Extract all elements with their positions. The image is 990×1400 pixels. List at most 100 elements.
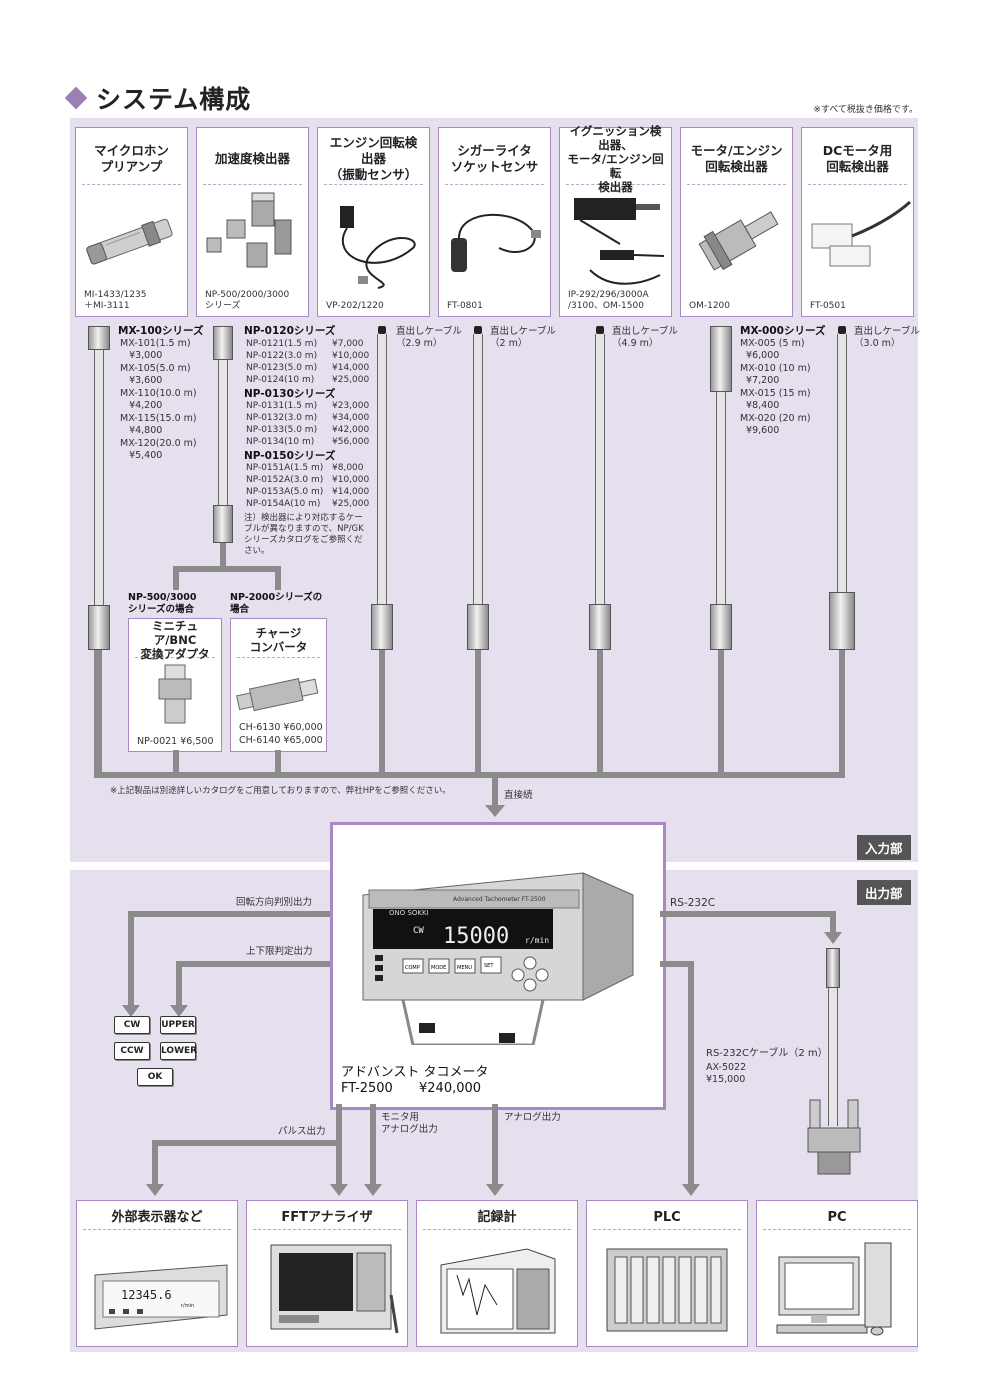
mini-bnc-adapter-box[interactable]: ミニチュア/BNC 変換アダプタ NP-0021 ¥6,500 <box>128 618 222 752</box>
key-lower: LOWER <box>160 1042 197 1060</box>
down-arrow-icon <box>122 1005 140 1017</box>
limit-line-v <box>176 961 182 1007</box>
rs232c-line-v <box>830 911 836 933</box>
sensor-model: MI-1433/1235 ＋MI-3111 <box>84 290 147 311</box>
np0130-series: NP-0130シリーズ <box>244 388 336 400</box>
output-box-recorder[interactable]: 記録計 <box>416 1200 578 1347</box>
input-section-tag: 入力部 <box>857 835 911 860</box>
sensor-title: 加速度検出器 <box>203 134 302 185</box>
output-title: FFTアナライザ <box>253 1207 401 1230</box>
sensor-box-motor[interactable]: モータ/エンジン 回転検出器 OM-1200 <box>680 127 793 317</box>
output-title: 外部表示器など <box>83 1207 231 1230</box>
pc-image <box>776 1242 892 1336</box>
bus-drop-6 <box>718 650 724 778</box>
mx000-item-3: MX-020 (20 m) ¥9,600 <box>740 413 811 436</box>
btn-mode: MODE <box>431 965 446 971</box>
bnc-connector-4 <box>467 604 489 650</box>
down-arrow-icon <box>146 1184 164 1196</box>
main-unit-name: アドバンスト タコメータ <box>341 1065 489 1080</box>
down-arrow-icon <box>824 932 842 944</box>
monitor-line-v <box>370 1104 376 1186</box>
np0150-price-3: ¥25,000 <box>332 499 370 509</box>
diamond-icon <box>64 86 88 110</box>
direct-cable-label-4: 直出しケーブル （3.0 m） <box>854 326 920 349</box>
input-footnote: ※上記製品は別途詳しいカタログをご用意しておりますので、弊社HPをご参照ください… <box>110 786 451 796</box>
sensor-box-accelerometer[interactable]: 加速度検出器 NP-500/2000/3000 シリーズ <box>196 127 309 317</box>
output-box-pc[interactable]: PC <box>756 1200 918 1347</box>
charge-converter-box[interactable]: チャージ コンバータ CH-6130 ¥60,000 CH-6140 ¥65,0… <box>230 618 327 752</box>
sensor-box-ignition[interactable]: イグニッション検出器、 モータ/エンジン回転 検出器 IP-292/296/30… <box>559 124 672 317</box>
microphone-image <box>86 218 173 265</box>
np0130-price-1: ¥34,000 <box>332 413 370 423</box>
down-arrow-icon <box>364 1184 382 1196</box>
limit-output-label: 上下限判定出力 <box>246 946 313 957</box>
key-ccw: CCW <box>114 1042 150 1060</box>
page-title: システム構成 <box>64 80 252 116</box>
cable-top-7 <box>838 326 846 334</box>
rs232c-cable-label: RS-232Cケーブル（2 m） <box>706 1048 828 1059</box>
sensor-box-dc-motor[interactable]: DCモータ用 回転検出器 FT-0501 <box>801 127 914 317</box>
adapter-drop-2 <box>275 750 281 778</box>
mx100-item-3: MX-115(15.0 m) ¥4,800 <box>120 413 197 436</box>
np0120-price-1: ¥10,000 <box>332 351 370 361</box>
display-readout: 12345.6 <box>121 1288 172 1302</box>
ignition-sensor-image <box>574 198 665 285</box>
sensor-title: エンジン回転検出器 （振動センサ） <box>324 134 423 185</box>
display-unit: r/min <box>525 936 549 945</box>
rs232c-label: RS-232C <box>670 897 716 909</box>
np0150-price-2: ¥14,000 <box>332 487 370 497</box>
np0120-price-3: ¥25,000 <box>332 375 370 385</box>
converter-models: CH-6130 ¥60,000 CH-6140 ¥65,000 <box>239 722 323 746</box>
sensor-box-vibration[interactable]: エンジン回転検出器 （振動センサ） VP-202/1220 <box>317 127 430 317</box>
sensor-model: OM-1200 <box>689 301 731 311</box>
bnc-bottom-connector-1 <box>88 605 110 650</box>
panel-label-text: Advanced Tachometer FT-2500 <box>453 896 546 903</box>
sensor-box-cigarette[interactable]: シガーライタ ソケットセンサ FT-0801 <box>438 127 551 317</box>
output-title: 記録計 <box>423 1207 571 1230</box>
cable-mx100 <box>94 350 104 605</box>
input-bus <box>94 772 845 778</box>
down-arrow-icon <box>485 805 505 817</box>
main-unit-box[interactable]: ONO SOKKI Advanced Tachometer FT-2500 CW… <box>330 822 666 1110</box>
np0150-price-1: ¥10,000 <box>332 475 370 485</box>
accelerometer-image <box>206 192 292 268</box>
rs232c-model: AX-5022 <box>706 1062 747 1073</box>
sensor-box-microphone[interactable]: マイクロホン プリアンプ MI-1433/1235 ＋MI-3111 <box>75 127 188 317</box>
cable-direct-2 <box>473 334 483 604</box>
display-readout-unit: r/min <box>181 1303 194 1309</box>
np-bottom-connector <box>213 505 233 543</box>
tachometer-image: ONO SOKKI Advanced Tachometer FT-2500 CW… <box>362 872 634 1045</box>
btn-comp: COMP <box>405 965 420 971</box>
title-text: システム構成 <box>96 85 252 114</box>
vibration-sensor-image <box>340 206 416 289</box>
output-box-plc[interactable]: PLC <box>586 1200 748 1347</box>
analog-output-label: アナログ出力 <box>504 1112 561 1123</box>
brand-text: ONO SOKKI <box>389 909 429 917</box>
rotation-output-label: 回転方向判別出力 <box>236 897 313 908</box>
np-branch-right <box>275 566 281 590</box>
bnc-connector-5 <box>589 604 611 650</box>
display-value: 15000 <box>443 924 509 949</box>
input-bus-stem <box>492 778 498 806</box>
np-top-connector <box>213 326 233 360</box>
np0150-series: NP-0150シリーズ <box>244 450 336 462</box>
np0150-item-3: NP-0154A(10 m) <box>246 499 321 509</box>
mx100-item-0: MX-101(1.5 m) ¥3,000 <box>120 338 191 361</box>
np0120-price-0: ¥7,000 <box>332 339 364 349</box>
motor-sensor-image <box>698 211 779 271</box>
bus-drop-4 <box>475 650 481 778</box>
sensor-title: マイクロホン プリアンプ <box>82 134 181 185</box>
np-branch-stem <box>220 543 226 569</box>
sensor-model: FT-0501 <box>810 301 846 311</box>
rotation-line-v <box>128 911 134 1007</box>
pulse-line-h <box>152 1140 342 1146</box>
output-box-fft[interactable]: FFTアナライザ <box>246 1200 408 1347</box>
np0120-item-0: NP-0121(1.5 m) <box>246 339 318 349</box>
output-box-display[interactable]: 外部表示器など 12345.6 r/min <box>76 1200 238 1347</box>
sensor-title: イグニッション検出器、 モータ/エンジン回転 検出器 <box>566 124 665 194</box>
direct-cable-label-2: 直出しケーブル （2 m） <box>490 326 556 349</box>
bnc-connector-6 <box>710 604 732 650</box>
np-branch-bar <box>173 566 281 572</box>
bus-drop-1 <box>94 650 102 778</box>
bus-drop-5 <box>597 650 603 778</box>
